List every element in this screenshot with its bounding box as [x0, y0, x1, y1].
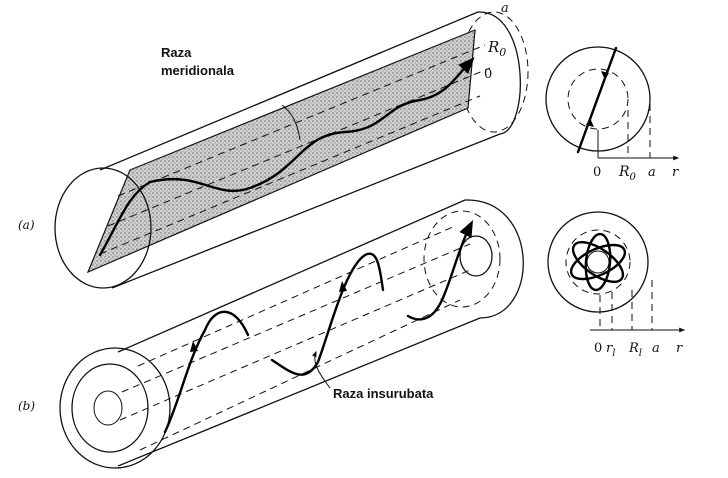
- axis-a-a: a: [648, 165, 656, 180]
- fiber-a-near-cap: [54, 167, 152, 289]
- part-b-label: (b): [18, 399, 35, 413]
- cross-section-b: 0 rl Rl a r: [547, 211, 686, 359]
- fiber-a: a R0 0: [54, 1, 529, 289]
- axis-a-r: r: [672, 165, 679, 180]
- cross-a-ray: [576, 46, 618, 154]
- cross-a-arrow-up: [601, 71, 609, 80]
- fiber-b-far-core: [459, 235, 493, 277]
- fiber-a-core-line-3: [99, 95, 481, 255]
- fiber-b: [59, 199, 524, 469]
- meridional-ray: [98, 57, 475, 257]
- fiber-b-core-line-1: [137, 225, 456, 367]
- cross-b-cladding: [547, 211, 649, 313]
- fiber-b-near-cap: [59, 347, 171, 469]
- fiber-b-far-rim: [464, 199, 524, 319]
- fiber-a-far-rim: [477, 11, 521, 135]
- meridional-plane: [86, 29, 476, 274]
- helical-ray-seg1: [163, 310, 250, 434]
- cross-b-orbit-2: [571, 241, 625, 283]
- fiber-a-zero-label: 0: [484, 67, 492, 82]
- helical-ray-seg2: [270, 252, 385, 376]
- fiber-b-core-line-2: [121, 243, 471, 393]
- axis-b-zero: 0: [594, 341, 602, 356]
- helical-pointer: [311, 350, 331, 389]
- axis-b-a: a: [652, 341, 660, 356]
- fiber-a-a-label: a: [501, 1, 509, 16]
- cross-b-orbit-3: [584, 232, 612, 292]
- part-a-label: (a): [18, 218, 35, 232]
- fiber-b-top-edge: [117, 199, 466, 353]
- axis-b-rl: rl: [606, 341, 615, 359]
- fiber-a-R0-label: R0: [487, 38, 506, 59]
- meridional-label-line2: meridionala: [161, 63, 235, 78]
- meridional-label-line1: Raza: [161, 45, 192, 60]
- fiber-a-core-line-2: [107, 67, 491, 227]
- fiber-a-core-line-1: [117, 44, 486, 197]
- fiber-a-bottom-edge: [111, 133, 501, 289]
- axis-b-r: r: [676, 341, 683, 356]
- cross-a-arrow-down: [586, 118, 594, 127]
- cross-section-a: 0 R0 a r: [545, 46, 680, 183]
- fiber-a-top-edge: [99, 11, 479, 171]
- axis-a-R0: R0: [618, 164, 637, 183]
- helical-arrow-2: [339, 281, 347, 292]
- fiber-b-near-cladding: [71, 363, 149, 453]
- cross-a-core: [567, 68, 629, 130]
- helical-label: Raza insurubata: [333, 386, 434, 401]
- helical-arrow-1: [190, 341, 198, 352]
- cross-b-inner: [586, 250, 610, 274]
- cross-b-orbit-1: [569, 243, 627, 281]
- cross-b-caustic: [565, 229, 631, 295]
- axis-b-Rl: Rl: [628, 341, 642, 359]
- meridional-pointer: [281, 104, 301, 141]
- axis-a-zero: 0: [593, 165, 601, 180]
- fiber-b-near-core: [93, 390, 123, 426]
- fiber-b-core-line-4: [139, 299, 461, 451]
- fiber-b-far-cladding: [423, 210, 501, 308]
- fiber-b-bottom-edge: [117, 317, 481, 467]
- helical-ray-seg3: [406, 219, 474, 321]
